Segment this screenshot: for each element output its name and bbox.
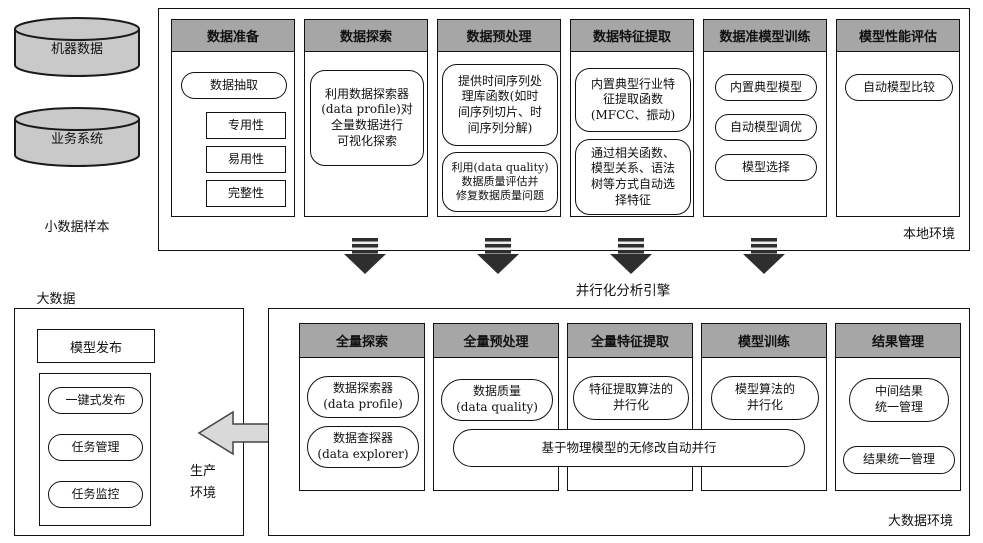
arrow-head [344,254,386,274]
arrow-head [477,254,519,274]
down-arrow-icon [343,238,387,274]
column-header: 数据准备 [172,20,294,52]
column-result-management: 结果管理 中间结果 统一管理 结果统一管理 [835,323,961,491]
small-data-caption: 小数据样本 [44,220,110,235]
down-arrow-icon [476,238,520,274]
arrow-head [610,254,652,274]
engine-label: 并行化分析引擎 [575,283,671,299]
column-header: 模型训练 [702,324,826,358]
arrow-shaft [352,238,378,254]
production-panel: 模型发布 一键式发布 任务管理 任务监控 生产 环境 [14,308,244,536]
column-header: 全量预处理 [434,324,558,358]
arrow-head [743,254,785,274]
intermediate-results-box: 中间结果 统一管理 [849,378,949,422]
column-data-preparation: 数据准备 数据抽取 专用性 易用性 完整性 [171,19,295,217]
data-explorer-box: 数据查探器 (data explorer) [307,426,419,468]
column-feature-extraction: 数据特征提取 内置典型行业特 征提取函数 (MFCC、振动) 通过相关函数、 模… [570,19,694,217]
arrow-shaft [751,238,777,254]
auto-model-comparison-box: 自动模型比较 [845,74,953,101]
local-environment-panel: 数据准备 数据抽取 专用性 易用性 完整性 数据探索 利用数据探索器 (data… [158,8,970,251]
publish-tasks-group: 一键式发布 任务管理 任务监控 [39,373,151,526]
database-cylinder-icon [14,107,140,167]
task-management-box: 任务管理 [48,434,143,461]
column-header: 数据探索 [305,20,427,52]
builtin-feature-functions-box: 内置典型行业特 征提取函数 (MFCC、振动) [575,68,691,132]
business-system-cylinder: 业务系统 [12,106,142,170]
cylinder-label: 机器数据 [50,42,103,57]
column-header: 数据准模型训练 [704,20,826,52]
column-header: 模型性能评估 [837,20,959,52]
column-model-training: 数据准模型训练 内置典型模型 自动模型调优 模型选择 [703,19,827,217]
machine-data-cylinder: 机器数据 [12,16,142,80]
down-arrow-icon [742,238,786,274]
column-full-exploration: 全量探索 数据探索器 (data profile) 数据查探器 (data ex… [299,323,425,491]
timeseries-functions-box: 提供时间序列处 理库函数(如时 间序列切片、时 间序列分解) [442,64,558,146]
model-publish-box: 模型发布 [37,329,155,363]
visual-exploration-box: 利用数据探索器 (data profile)对 全量数据进行 可视化探索 [310,70,424,166]
column-data-exploration: 数据探索 利用数据探索器 (data profile)对 全量数据进行 可视化探… [304,19,428,217]
local-env-label: 本地环境 [902,227,955,242]
down-arrow-icon [609,238,653,274]
arrow-shaft [485,238,511,254]
parallel-feature-box: 特征提取算法的 并行化 [573,376,689,420]
auto-feature-selection-box: 通过相关函数、 模型关系、语法 树等方式自动选 择特征 [575,139,691,215]
specificity-box: 专用性 [206,112,286,139]
column-model-evaluation: 模型性能评估 自动模型比较 [836,19,960,217]
model-selection-box: 模型选择 [715,154,817,181]
data-extraction-box: 数据抽取 [181,72,287,99]
physical-model-parallel-box: 基于物理模型的无修改自动并行 [453,429,805,467]
data-quality-box: 数据质量 (data quality) [441,379,553,421]
cylinder-label: 业务系统 [50,132,103,147]
production-env-label: 生产 环境 [189,464,216,502]
arrow-shaft [618,238,644,254]
task-monitoring-box: 任务监控 [48,481,143,508]
bigdata-env-label: 大数据环境 [887,514,953,529]
bigdata-environment-panel: 全量探索 数据探索器 (data profile) 数据查探器 (data ex… [268,308,970,536]
column-data-preprocessing: 数据预处理 提供时间序列处 理库函数(如时 间序列切片、时 间序列分解) 利用(… [437,19,561,217]
big-data-caption: 大数据 [36,292,76,307]
auto-tuning-box: 自动模型调优 [715,114,817,141]
database-cylinder-icon [14,17,140,77]
data-profile-box: 数据探索器 (data profile) [307,376,419,418]
column-header: 全量特征提取 [568,324,692,358]
builtin-models-box: 内置典型模型 [715,74,817,101]
column-header: 数据预处理 [438,20,560,52]
column-header: 全量探索 [300,324,424,358]
data-quality-repair-box: 利用(data quality) 数据质量评估并 修复数据质量问题 [442,152,558,212]
results-management-box: 结果统一管理 [843,446,955,474]
column-header: 数据特征提取 [571,20,693,52]
one-click-publish-box: 一键式发布 [48,387,143,414]
column-header: 结果管理 [836,324,960,358]
parallel-model-box: 模型算法的 并行化 [711,376,819,420]
completeness-box: 完整性 [206,180,286,207]
usability-box: 易用性 [206,146,286,173]
